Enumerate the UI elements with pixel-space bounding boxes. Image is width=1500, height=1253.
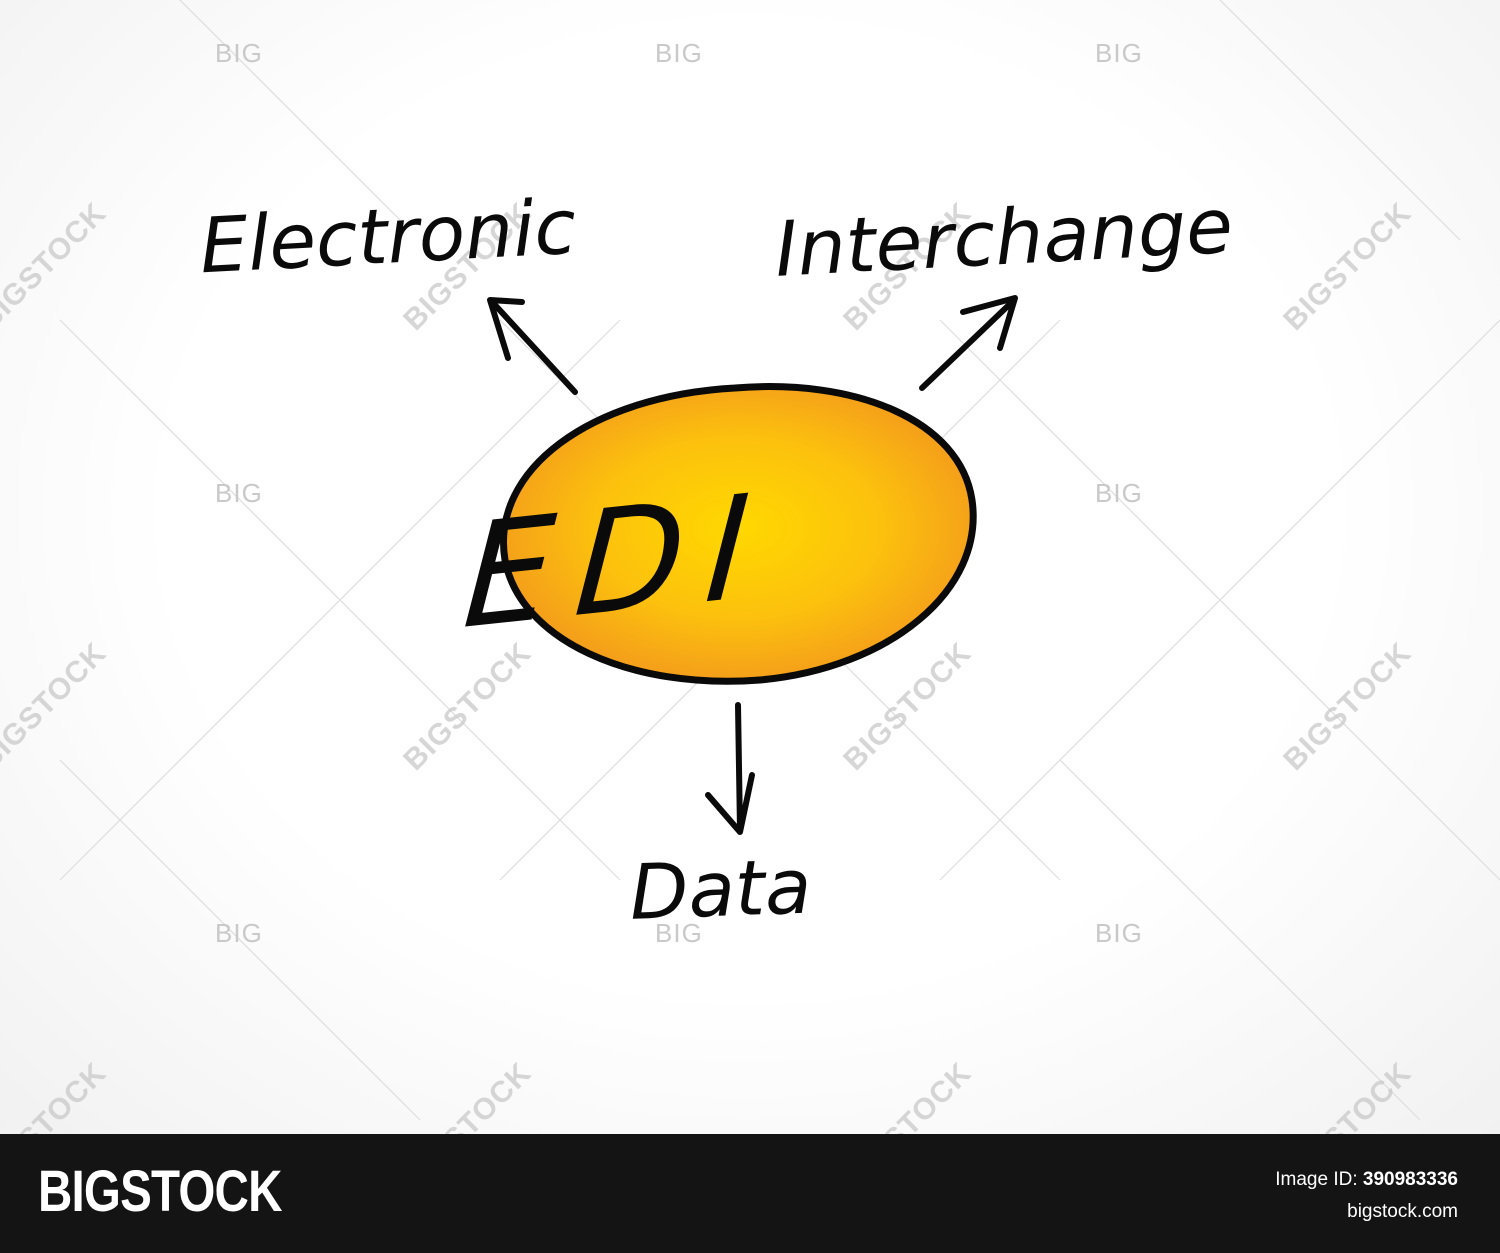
label-interchange: Interchange	[773, 181, 1235, 294]
watermark-big: BIG	[215, 478, 263, 508]
watermark-big: BIG	[655, 918, 703, 948]
watermark-big: BIG	[1095, 478, 1143, 508]
image-id-value: 390983336	[1362, 1169, 1458, 1190]
footer-bar: BIGSTOCK Image ID: 390983336 bigstock.co…	[0, 1134, 1500, 1253]
label-electronic: Electronic	[198, 182, 578, 291]
label-data: Data	[628, 842, 812, 937]
image-id-row: Image ID: 390983336	[1275, 1169, 1458, 1191]
image-id-label: Image ID:	[1275, 1169, 1358, 1190]
arrow-to-data	[705, 702, 755, 835]
center-label: EDI	[459, 461, 776, 661]
watermark-big: BIG	[1095, 918, 1143, 948]
edi-diagram: EDI Electronic Interchange Data	[198, 181, 1235, 937]
watermark-big: BIG	[655, 38, 703, 68]
watermark-big: BIG	[215, 918, 263, 948]
arrow-to-interchange	[919, 295, 1018, 391]
watermark-big: BIG	[215, 38, 263, 68]
bigstock-logo: BIGSTOCK	[38, 1159, 282, 1224]
center-ellipse	[500, 383, 977, 685]
watermark-big: BIG	[1095, 38, 1143, 68]
image-canvas: BIG BIG BIG BIG BIG BIG BIG BIG BIGSTOCK…	[0, 0, 1500, 1134]
arrow-to-electronic	[487, 297, 578, 395]
site-link[interactable]: bigstock.com	[1347, 1201, 1458, 1222]
